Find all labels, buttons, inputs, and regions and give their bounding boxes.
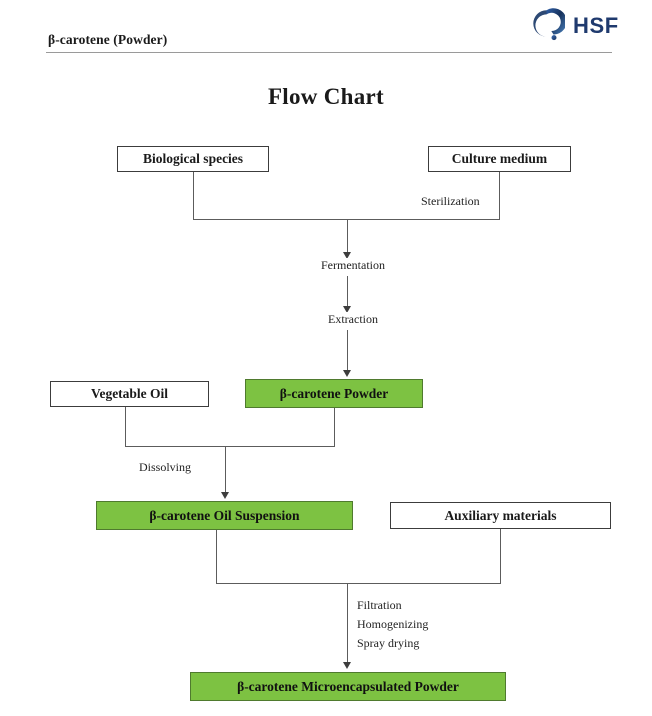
node-label: Culture medium bbox=[451, 151, 548, 166]
node-label: Auxiliary materials bbox=[444, 507, 557, 523]
brand-name: HSF bbox=[573, 13, 619, 38]
edge-to-fermentation bbox=[347, 219, 348, 257]
header-divider bbox=[46, 52, 612, 53]
node-vegetable-oil: Vegetable Oil bbox=[50, 381, 209, 407]
node-auxiliary-materials: Auxiliary materials bbox=[390, 502, 611, 529]
node-label: β-carotene Powder bbox=[279, 385, 389, 401]
chart-title: Flow Chart bbox=[267, 84, 385, 109]
arrowhead-extraction bbox=[343, 306, 351, 313]
edge-fermentation-to-extraction bbox=[347, 276, 348, 311]
edge-vegetable-oil-down bbox=[125, 407, 126, 446]
edge-to-final-product bbox=[347, 583, 348, 665]
edge-powder-down bbox=[334, 408, 335, 446]
node-label: β-carotene Oil Suspension bbox=[149, 507, 300, 523]
document-header: β-carotene (Powder) bbox=[0, 0, 652, 56]
node-culture-medium: Culture medium bbox=[428, 146, 571, 172]
node-beta-carotene-powder: β-carotene Powder bbox=[245, 379, 423, 408]
node-beta-carotene-microencapsulated-powder: β-carotene Microencapsulated Powder bbox=[190, 672, 506, 701]
arrowhead-powder bbox=[343, 370, 351, 377]
hsf-circle-logo-icon bbox=[533, 8, 565, 41]
edge-extraction-to-powder bbox=[347, 330, 348, 372]
edge-row3-join bbox=[216, 583, 501, 584]
edge-suspension-down bbox=[216, 530, 217, 583]
edge-to-suspension bbox=[225, 446, 226, 494]
label-spray-drying: Spray drying bbox=[357, 636, 420, 650]
brand-logo: HSF bbox=[529, 6, 625, 46]
label-fermentation: Fermentation bbox=[298, 258, 408, 273]
document-title: β-carotene (Powder) bbox=[48, 32, 168, 47]
label-dissolving: Dissolving bbox=[139, 460, 192, 474]
node-biological-species: Biological species bbox=[117, 146, 269, 172]
node-beta-carotene-oil-suspension: β-carotene Oil Suspension bbox=[96, 501, 353, 530]
label-homogenizing: Homogenizing bbox=[357, 617, 429, 631]
edge-biological-species-down bbox=[193, 172, 194, 219]
label-final-steps: Filtration Homogenizing Spray drying bbox=[357, 596, 428, 653]
edge-culture-medium-down bbox=[499, 172, 500, 219]
label-filtration: Filtration bbox=[357, 598, 402, 612]
edge-row2-join bbox=[125, 446, 335, 447]
arrowhead-suspension bbox=[221, 492, 229, 499]
label-sterilization: Sterilization bbox=[421, 194, 480, 208]
arrowhead-fermentation bbox=[343, 252, 351, 259]
arrowhead-final-product bbox=[343, 662, 351, 669]
node-label: β-carotene Microencapsulated Powder bbox=[237, 678, 459, 694]
node-label: Vegetable Oil bbox=[90, 386, 169, 401]
label-extraction: Extraction bbox=[298, 312, 408, 327]
edge-row1-join bbox=[193, 219, 500, 220]
edge-auxiliary-materials-down bbox=[500, 529, 501, 583]
node-label: Biological species bbox=[142, 151, 244, 166]
